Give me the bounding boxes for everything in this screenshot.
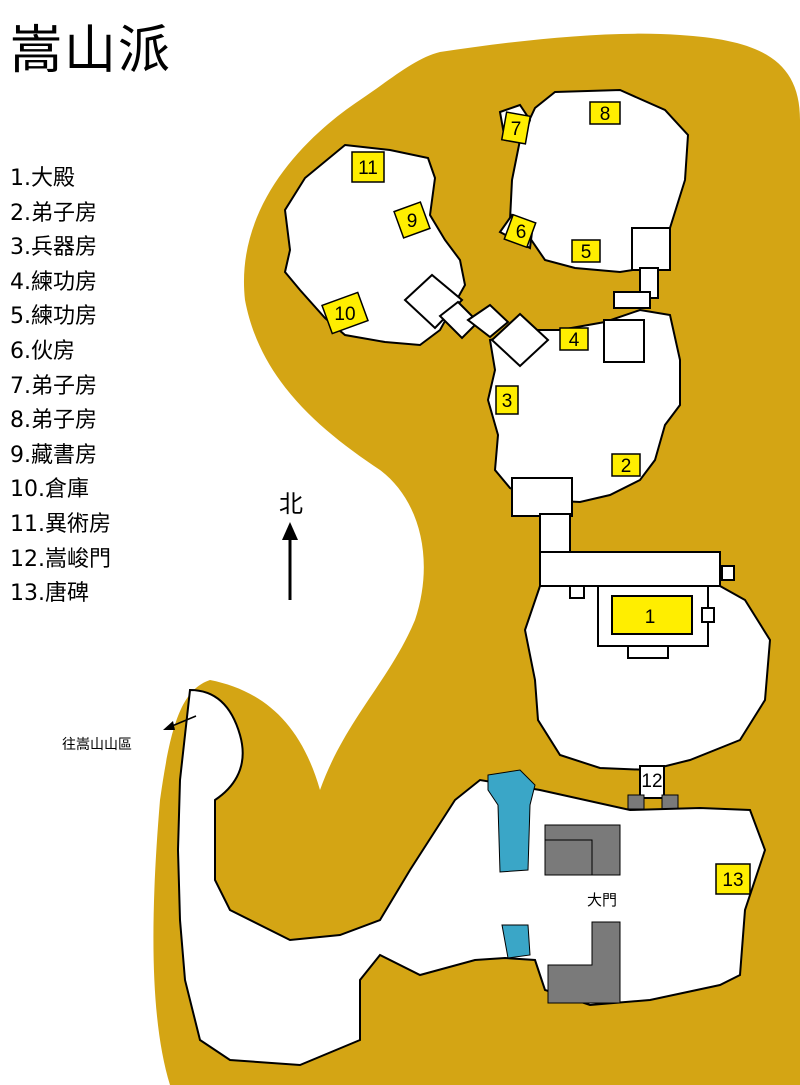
svg-text:11: 11 (358, 158, 378, 179)
legend-item: 6.伙房 (10, 338, 75, 364)
svg-text:1: 1 (645, 607, 656, 628)
legend-item: 2.弟子房 (10, 200, 97, 226)
marker-11: 11 (351, 151, 385, 183)
svg-text:4: 4 (569, 330, 580, 351)
svg-text:12: 12 (641, 771, 662, 792)
northeast-cave (508, 88, 690, 274)
marker-10: 10 (321, 291, 369, 335)
gate-pillar-east (661, 794, 679, 810)
legend-item: 13.唐碑 (10, 581, 89, 607)
svg-text:10: 10 (334, 304, 355, 325)
side-steps-court (701, 607, 715, 623)
marker-1: 1 (611, 595, 693, 635)
svg-text:3: 3 (502, 391, 513, 412)
legend-item: 8.弟子房 (10, 408, 97, 434)
marker-7: 7 (500, 111, 532, 145)
svg-text:2: 2 (621, 456, 632, 477)
legend-item: 5.練功房 (10, 304, 97, 330)
svg-text:13: 13 (722, 870, 743, 891)
gate-label: 大門 (587, 891, 618, 909)
svg-text:6: 6 (516, 222, 527, 243)
north-label: 北 (279, 490, 303, 518)
north-arrow-head (282, 522, 298, 540)
pond-south (501, 924, 531, 959)
ne-connector-room (631, 227, 671, 271)
stairs-east (466, 303, 510, 339)
legend-item: 1.大殿 (10, 166, 75, 191)
main-hall-steps (627, 645, 669, 659)
legend-item: 9.藏書房 (10, 442, 97, 468)
legend-item: 12.嵩峻門 (10, 546, 111, 572)
marker-9: 9 (393, 201, 431, 239)
marker-4: 4 (559, 327, 589, 351)
exit-arrow-head (163, 721, 175, 730)
gate-passage (639, 765, 665, 799)
svg-text:7: 7 (511, 119, 522, 140)
exit-label: 往嵩山山區 (62, 737, 132, 753)
gate-wall-north-block (544, 839, 593, 876)
marker-13: 13 (715, 863, 751, 895)
legend-item: 7.弟子房 (10, 373, 97, 399)
exit-arrow-line (171, 715, 197, 727)
svg-text:5: 5 (581, 242, 592, 263)
path-south (539, 513, 571, 555)
legend-item: 4.練功房 (10, 269, 97, 295)
marker-8: 8 (589, 101, 621, 125)
side-steps-west (569, 585, 585, 599)
gate-pillar-west (627, 794, 645, 810)
svg-text:8: 8 (600, 104, 611, 125)
marker-2: 2 (611, 453, 641, 477)
legend-item: 11.異術房 (10, 511, 111, 537)
south-connector-room (511, 477, 573, 517)
center-connector-room (490, 312, 550, 368)
svg-text:9: 9 (407, 211, 418, 232)
gate-wall-south (547, 921, 621, 1004)
legend-list: 1.大殿 2.弟子房 3.兵器房 4.練功房 5.練功房 6.伙房 7.弟子房 … (10, 162, 111, 612)
legend-item: 3.兵器房 (10, 235, 97, 261)
legend-item: 10.倉庫 (10, 477, 89, 503)
marker-6: 6 (503, 213, 537, 249)
hall-terrace (539, 551, 721, 587)
marker-3: 3 (495, 385, 519, 415)
marker-12: 12 (641, 771, 662, 792)
marker-5: 5 (571, 239, 601, 263)
east-connector-room (603, 319, 645, 363)
stairs-north-lower (613, 291, 651, 309)
map-title: 嵩山派 (10, 21, 173, 81)
pond (487, 769, 536, 873)
side-steps-east (721, 565, 735, 581)
